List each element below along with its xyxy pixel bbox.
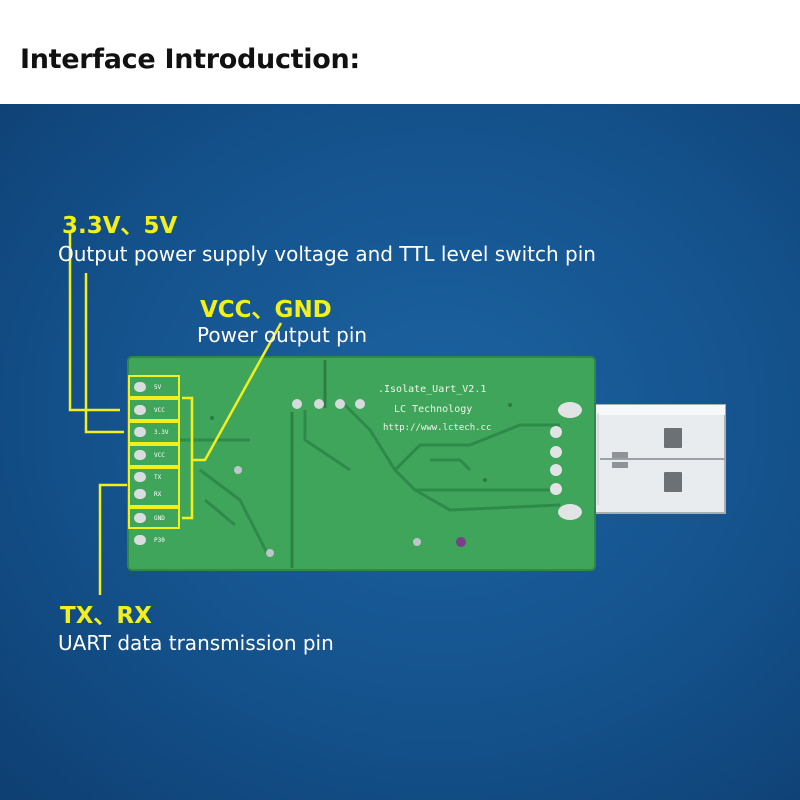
pad — [314, 399, 324, 409]
silkscreen-url: http://www.lctech.cc — [383, 423, 491, 433]
leader-tx-rx — [98, 483, 127, 595]
highlight-5v — [128, 375, 180, 398]
pin-pad-33v — [134, 427, 146, 437]
pin-pad-p30 — [134, 535, 146, 545]
pin-header: 5V VCC 3.3V VCC TX RX GND P30 — [134, 382, 169, 545]
callout-power-output-description: Power output pin — [197, 323, 368, 347]
pin-label-tx: TX — [154, 474, 162, 481]
callout-power-switch-heading: 3.3V、5V — [62, 213, 178, 239]
leader-3v3-5v-sub — [84, 273, 124, 434]
pin-label-gnd: GND — [154, 515, 165, 522]
pcb-traces — [180, 403, 561, 556]
pcb: .Isolate_Uart_V2.1 LC Technology http://… — [127, 356, 596, 571]
pin-label-5v: 5V — [154, 384, 162, 391]
callout-power-switch-description: Output power supply voltage and TTL leve… — [58, 242, 596, 266]
pad — [355, 399, 365, 409]
pad — [550, 446, 562, 458]
header-band — [0, 0, 800, 104]
leader-3v3-5v — [68, 232, 120, 412]
highlight-vcc-top — [128, 398, 180, 421]
pad — [550, 464, 562, 476]
pin-pad-vcc — [134, 450, 146, 460]
page-title: Interface Introduction: — [20, 44, 360, 75]
highlight-vcc — [128, 444, 180, 467]
pad — [550, 483, 562, 495]
leader-lines — [68, 232, 283, 595]
pin-label-rx: RX — [154, 491, 162, 498]
pin-pad-vcc — [134, 405, 146, 415]
pad — [550, 426, 562, 438]
callout-uart-description: UART data transmission pin — [58, 631, 334, 655]
pin-pad-gnd — [134, 513, 146, 523]
highlight-3v3 — [128, 421, 180, 444]
leader-gnd — [182, 460, 194, 520]
pin-pad-tx — [134, 472, 146, 482]
pin-label-vcc: VCC — [154, 452, 165, 459]
pin-label-p30: P30 — [154, 537, 165, 544]
silkscreen-maker: LC Technology — [394, 404, 472, 415]
pin-label-vcc: VCC — [154, 407, 165, 414]
silkscreen-model: .Isolate_Uart_V2.1 — [378, 384, 486, 395]
usb-connector — [584, 404, 726, 514]
callout-uart-heading: TX、RX — [60, 603, 152, 629]
shield-pad — [558, 402, 582, 418]
pin-pad-5v — [134, 382, 146, 392]
highlight-txrx — [128, 467, 180, 507]
callout-power-output-heading: VCC、GND — [200, 297, 332, 323]
shield-pad — [558, 504, 582, 520]
pad — [292, 399, 302, 409]
highlight-gnd — [128, 507, 180, 529]
pin-label-33v: 3.3V — [154, 429, 169, 436]
pin-pad-rx — [134, 489, 146, 499]
pad — [335, 399, 345, 409]
